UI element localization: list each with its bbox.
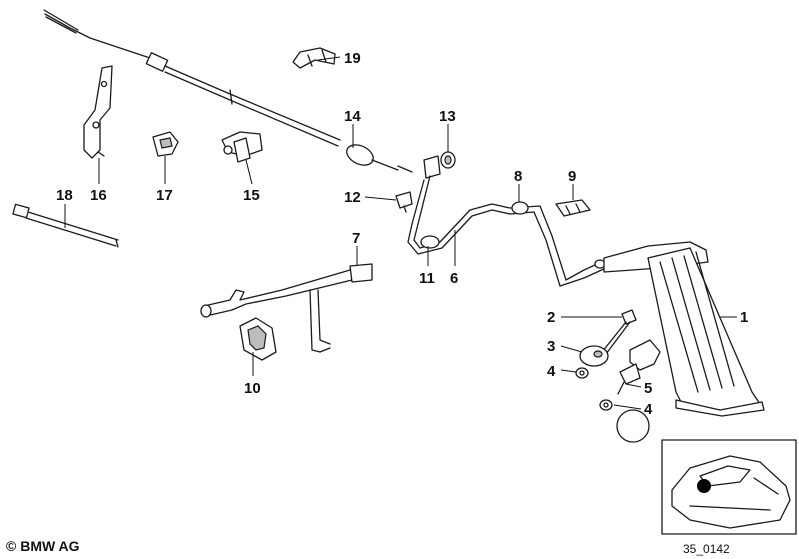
callout-2: 2	[547, 309, 555, 326]
callout-3: 3	[547, 338, 555, 355]
callout-14: 14	[344, 108, 361, 125]
washer-3[interactable]	[579, 345, 609, 367]
callout-19: 19	[344, 50, 361, 67]
nut-4a[interactable]	[575, 367, 589, 379]
callout-11: 11	[419, 270, 435, 287]
holder-15[interactable]	[221, 131, 263, 163]
callout-5: 5	[644, 380, 652, 397]
clip-nut-17[interactable]	[152, 131, 179, 157]
buffer-5[interactable]	[617, 339, 661, 395]
callout-13: 13	[439, 108, 456, 125]
bracket-10[interactable]	[239, 317, 277, 361]
callout-18: 18	[56, 187, 73, 204]
document-id: 35_0142	[683, 542, 730, 556]
callouts: 1 2 3 4 4 5 6 7 8 9 10 11 12 13 14 15 16…	[56, 50, 748, 418]
car-location-inset	[661, 439, 797, 535]
callout-7: 7	[352, 230, 360, 247]
screw-2[interactable]	[601, 309, 637, 355]
rivet-12[interactable]	[395, 191, 413, 213]
callout-4a: 4	[547, 363, 556, 380]
callout-8: 8	[514, 168, 522, 185]
accelerator-cable[interactable]	[43, 9, 413, 173]
accelerator-pedal-1[interactable]	[603, 241, 765, 417]
callout-15: 15	[243, 187, 260, 204]
callout-17: 17	[156, 187, 173, 204]
copyright-notice: © BMW AG	[6, 538, 80, 554]
cable-tie-18[interactable]	[12, 203, 119, 248]
callout-16: 16	[90, 187, 107, 204]
callout-4b: 4	[644, 401, 653, 418]
location-marker	[697, 479, 711, 493]
callout-12: 12	[344, 189, 361, 206]
nut-4b[interactable]	[599, 399, 613, 411]
leader-lines	[64, 56, 737, 410]
bracket-16[interactable]	[83, 65, 113, 159]
callout-1: 1	[740, 309, 748, 326]
callout-10: 10	[244, 380, 261, 397]
clip-19[interactable]	[292, 47, 336, 69]
bushing-13[interactable]	[440, 151, 456, 169]
linkage-rod-6[interactable]	[407, 155, 607, 287]
callout-9: 9	[568, 168, 576, 185]
ball-part[interactable]	[616, 409, 650, 443]
callout-6: 6	[450, 270, 458, 287]
lever-7[interactable]	[200, 263, 373, 353]
clip-9[interactable]	[555, 199, 591, 217]
